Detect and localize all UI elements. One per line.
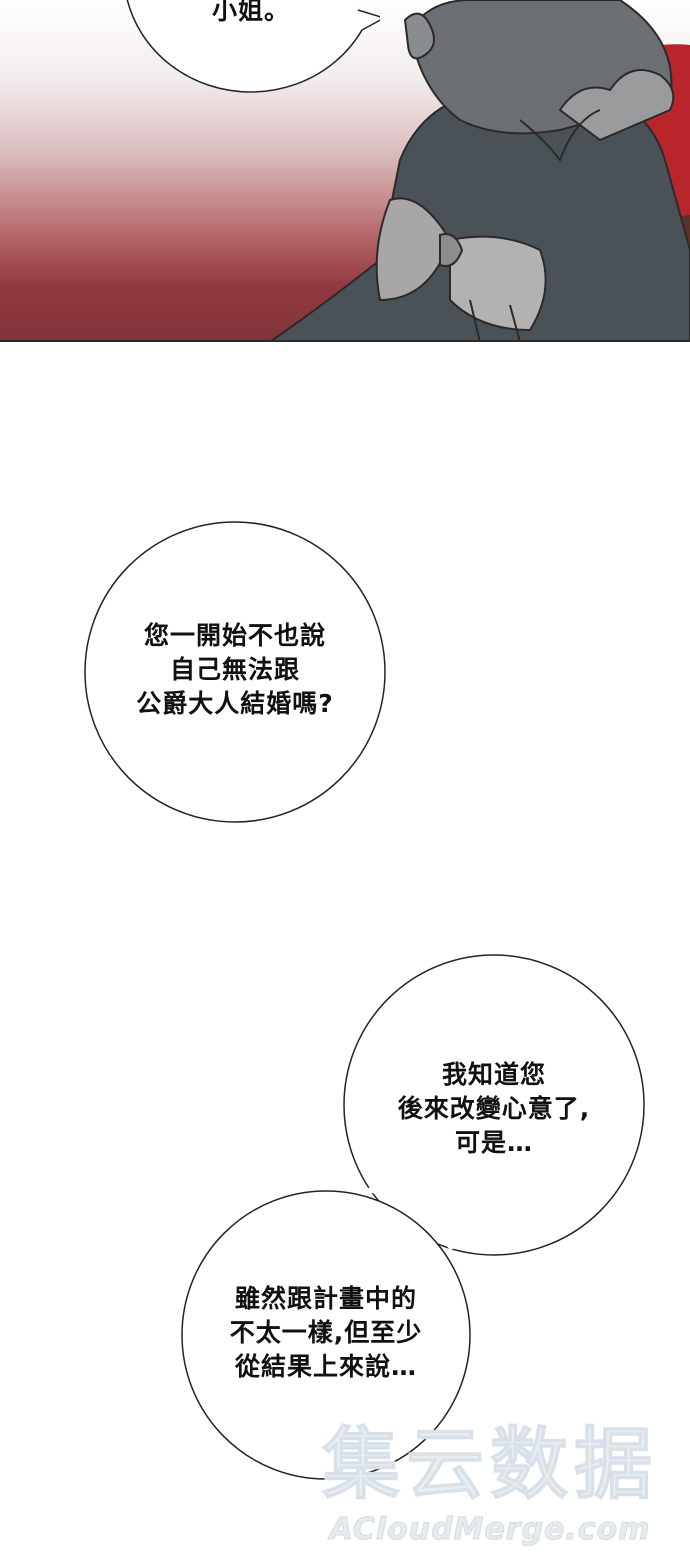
watermark: 集云数据 ACloudMerge.com [300,1420,680,1555]
bubble-2-text: 我知道您 後來改變心意了, 可是… [344,1058,644,1160]
watermark-english: ACloudMerge.com [329,1512,651,1548]
bubble-outline [126,0,380,93]
watermark-chinese: 集云数据 [321,1420,658,1511]
speech-bubble-2: 我知道您 後來改變心意了, 可是… [344,955,644,1255]
bubble-3-line: 從結果上來說… [234,1352,417,1381]
maid-illustration [0,0,690,340]
bubble-2-line: 後來改變心意了, [397,1094,591,1123]
bubble-2-line: 可是… [454,1128,533,1157]
connected-bubbles-outline [181,954,645,1480]
bubble-2-line: 我知道您 [441,1060,546,1089]
bubble-1-line: 公爵大人結婚嗎? [136,689,334,718]
bubble-3-text: 雖然跟計畫中的 不太一樣,但至少 從結果上來說… [182,1282,470,1384]
bubble-3-line: 不太一樣,但至少 [229,1318,423,1347]
bubble-1-line: 自己無法跟 [169,655,300,684]
speech-bubble-3: 雖然跟計畫中的 不太一樣,但至少 從結果上來說… [182,1191,470,1479]
speech-bubble-1: 您一開始不也說 自己無法跟 公爵大人結婚嗎? [83,520,387,824]
bubble-3-line: 雖然跟計畫中的 [234,1284,417,1313]
bubble-1-outline [84,521,386,823]
top-comic-panel: 小姐。 [0,0,690,342]
bubble-1-line: 您一開始不也說 [143,621,326,650]
bubble-1-text: 您一開始不也說 自己無法跟 公爵大人結婚嗎? [83,619,387,721]
top-speech-bubble: 小姐。 [122,0,380,95]
top-bubble-text: 小姐。 [211,0,290,25]
